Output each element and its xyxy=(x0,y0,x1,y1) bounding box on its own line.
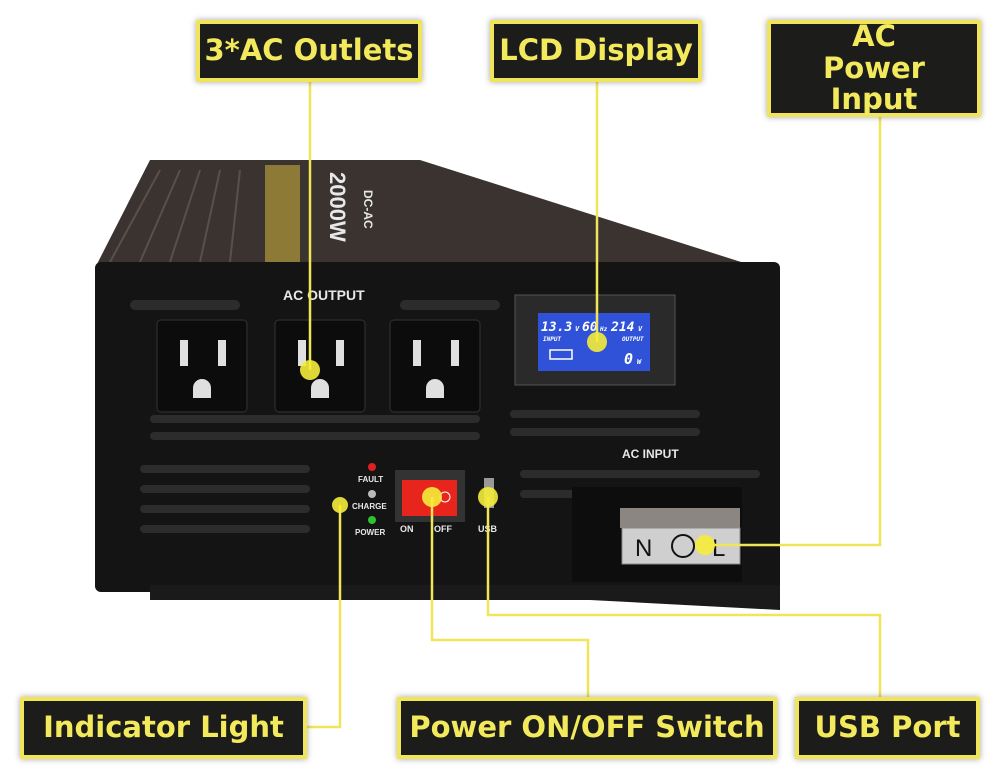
leader-lines xyxy=(305,80,882,729)
terminal-l: L xyxy=(712,535,725,562)
lcd-frequency-unit: Hz xyxy=(599,326,608,333)
power-led xyxy=(368,516,376,524)
top-label-plate xyxy=(265,165,300,262)
top-sublabel: DC-AC xyxy=(361,190,375,229)
charge-led xyxy=(368,490,376,498)
lcd-frequency: 60 xyxy=(582,320,598,335)
fault-label: FAULT xyxy=(358,475,383,484)
charge-label: CHARGE xyxy=(352,502,387,511)
switch-on-label: ON xyxy=(400,524,414,534)
callout-power-switch: Power ON/OFF Switch xyxy=(397,697,777,759)
lcd-output-label: OUTPUT xyxy=(622,336,644,343)
callout-lcd-display: LCD Display xyxy=(490,20,702,82)
top-label: 2000W xyxy=(325,172,350,242)
ac-input-label: AC INPUT xyxy=(622,447,679,461)
lcd-output-unit: V xyxy=(638,325,643,333)
callout-usb-port: USB Port xyxy=(795,697,980,759)
lcd-input-unit: V xyxy=(575,325,580,333)
lcd-output-power: 0 xyxy=(624,350,633,368)
power-label: POWER xyxy=(355,528,385,537)
callout-ac-power-input: AC Power Input xyxy=(767,20,981,117)
switch-off-label: OFF xyxy=(434,524,452,534)
heatsink-top xyxy=(95,160,760,268)
lcd-output-voltage: 214 xyxy=(610,320,635,335)
terminal-n: N xyxy=(635,535,652,562)
callout-ac-outlets: 3*AC Outlets xyxy=(196,20,422,82)
lcd-input-label: INPUT xyxy=(543,336,561,343)
lcd-input-voltage: 13.3 xyxy=(541,320,572,335)
callout-dots xyxy=(300,332,715,555)
fault-led xyxy=(368,463,376,471)
ground-icon xyxy=(671,534,695,558)
ac-output-label: AC OUTPUT xyxy=(283,287,365,303)
ac-outlets xyxy=(156,319,481,413)
lcd-power-unit: W xyxy=(637,358,642,366)
callout-indicator-light: Indicator Light xyxy=(20,697,307,759)
battery-icon xyxy=(549,349,573,360)
